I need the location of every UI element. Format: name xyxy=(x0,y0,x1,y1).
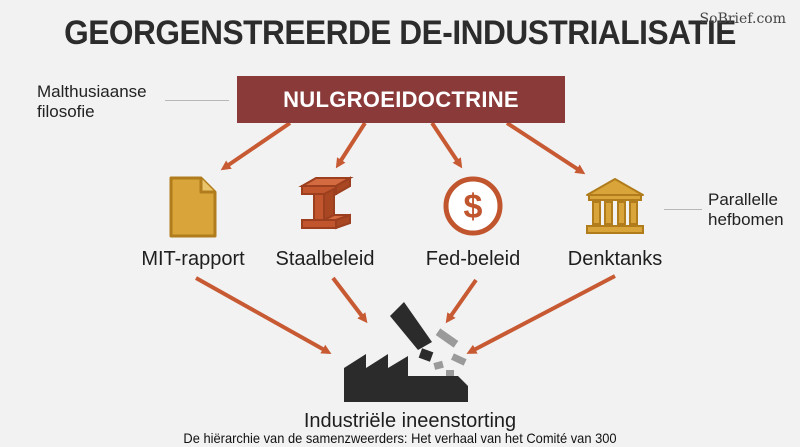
node-label-mit: MIT-rapport xyxy=(141,248,245,270)
arrow-steel-to-factory xyxy=(331,276,368,324)
arrow-fed-to-factory xyxy=(445,278,478,324)
arrow-root-to-steel xyxy=(335,121,367,169)
institution-building-icon xyxy=(586,178,644,234)
collapsing-factory-icon xyxy=(344,302,468,402)
outcome-label: Industriële ineenstorting xyxy=(303,410,517,432)
caption: De hiërarchie van de samenzweerders: Het… xyxy=(183,430,617,446)
arrow-thinktanks-to-factory xyxy=(466,274,616,354)
left-note-line2: filosofie xyxy=(37,102,95,121)
right-note: Parallelle hefbomen xyxy=(708,190,784,230)
right-note-line1: Parallelle xyxy=(708,190,778,209)
root-label: NULGROEIDOCTRINE xyxy=(283,86,519,112)
arrow-mit-to-factory xyxy=(195,276,332,354)
left-note-connector xyxy=(165,100,229,101)
node-label-fed: Fed-beleid xyxy=(425,248,521,270)
arrow-root-to-fed xyxy=(430,121,463,169)
left-note: Malthusiaanse filosofie xyxy=(37,82,147,122)
node-label-thinktanks: Denktanks xyxy=(567,248,663,270)
svg-text:$: $ xyxy=(464,188,483,226)
watermark: SoBrief.com xyxy=(699,11,786,27)
left-note-line1: Malthusiaanse xyxy=(37,82,147,101)
right-note-line2: hefbomen xyxy=(708,210,784,229)
arrow-root-to-thinktanks xyxy=(505,121,586,175)
page-title: GEORGENSTREERDE DE-INDUSTRIALISATIE xyxy=(64,14,736,52)
dollar-coin-icon: $ xyxy=(443,176,503,236)
arrow-root-to-mit xyxy=(220,121,292,171)
root-box: NULGROEIDOCTRINE xyxy=(237,76,565,123)
steel-beam-icon xyxy=(298,176,354,230)
right-note-connector xyxy=(664,209,702,210)
document-icon xyxy=(169,176,217,238)
node-label-steel: Staalbeleid xyxy=(275,248,375,270)
